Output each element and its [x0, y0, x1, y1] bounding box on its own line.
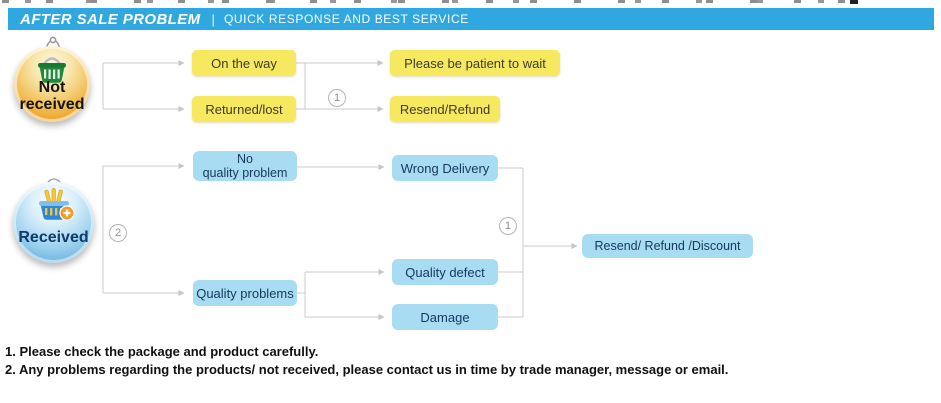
node-damage: Damage — [392, 304, 498, 330]
section-subtitle: QUICK RESPONSE AND BEST SERVICE — [223, 12, 469, 26]
node-no-quality-problem: No quality problem — [193, 151, 297, 181]
node-wrong-delivery: Wrong Delivery — [392, 155, 498, 181]
note-line-1: 1. Please check the package and product … — [5, 344, 319, 359]
section-header: AFTER SALE PROBLEM | QUICK RESPONSE AND … — [8, 8, 934, 30]
clipped-text-row — [2, 0, 870, 3]
not-received-label: Not received — [19, 79, 85, 113]
green-basket-icon — [38, 57, 66, 83]
received-badge: Received — [13, 182, 94, 263]
received-label: Received — [18, 228, 89, 246]
knot-icon — [47, 178, 61, 183]
node-quality-defect: Quality defect — [392, 259, 498, 285]
footer-notes: 1. Please check the package and product … — [5, 343, 728, 379]
step-number-1-top: 1 — [328, 89, 346, 107]
blue-basket-icon — [38, 188, 75, 221]
header-separator: | — [211, 11, 215, 27]
step-number-2: 2 — [109, 224, 127, 242]
node-quality-problems: Quality problems — [193, 280, 297, 306]
section-title: AFTER SALE PROBLEM — [20, 10, 201, 28]
node-returned-lost: Returned/lost — [192, 96, 296, 122]
note-line-2: 2. Any problems regarding the products/ … — [5, 362, 729, 377]
node-resend-refund-discount: Resend/ Refund /Discount — [582, 234, 753, 258]
node-on-the-way: On the way — [192, 50, 296, 76]
node-please-be-patient: Please be patient to wait — [390, 50, 560, 76]
not-received-badge: Not received — [14, 46, 90, 122]
step-number-1-right: 1 — [499, 217, 517, 235]
node-resend-refund: Resend/Refund — [390, 96, 500, 122]
clipped-text-fragment — [850, 0, 858, 4]
